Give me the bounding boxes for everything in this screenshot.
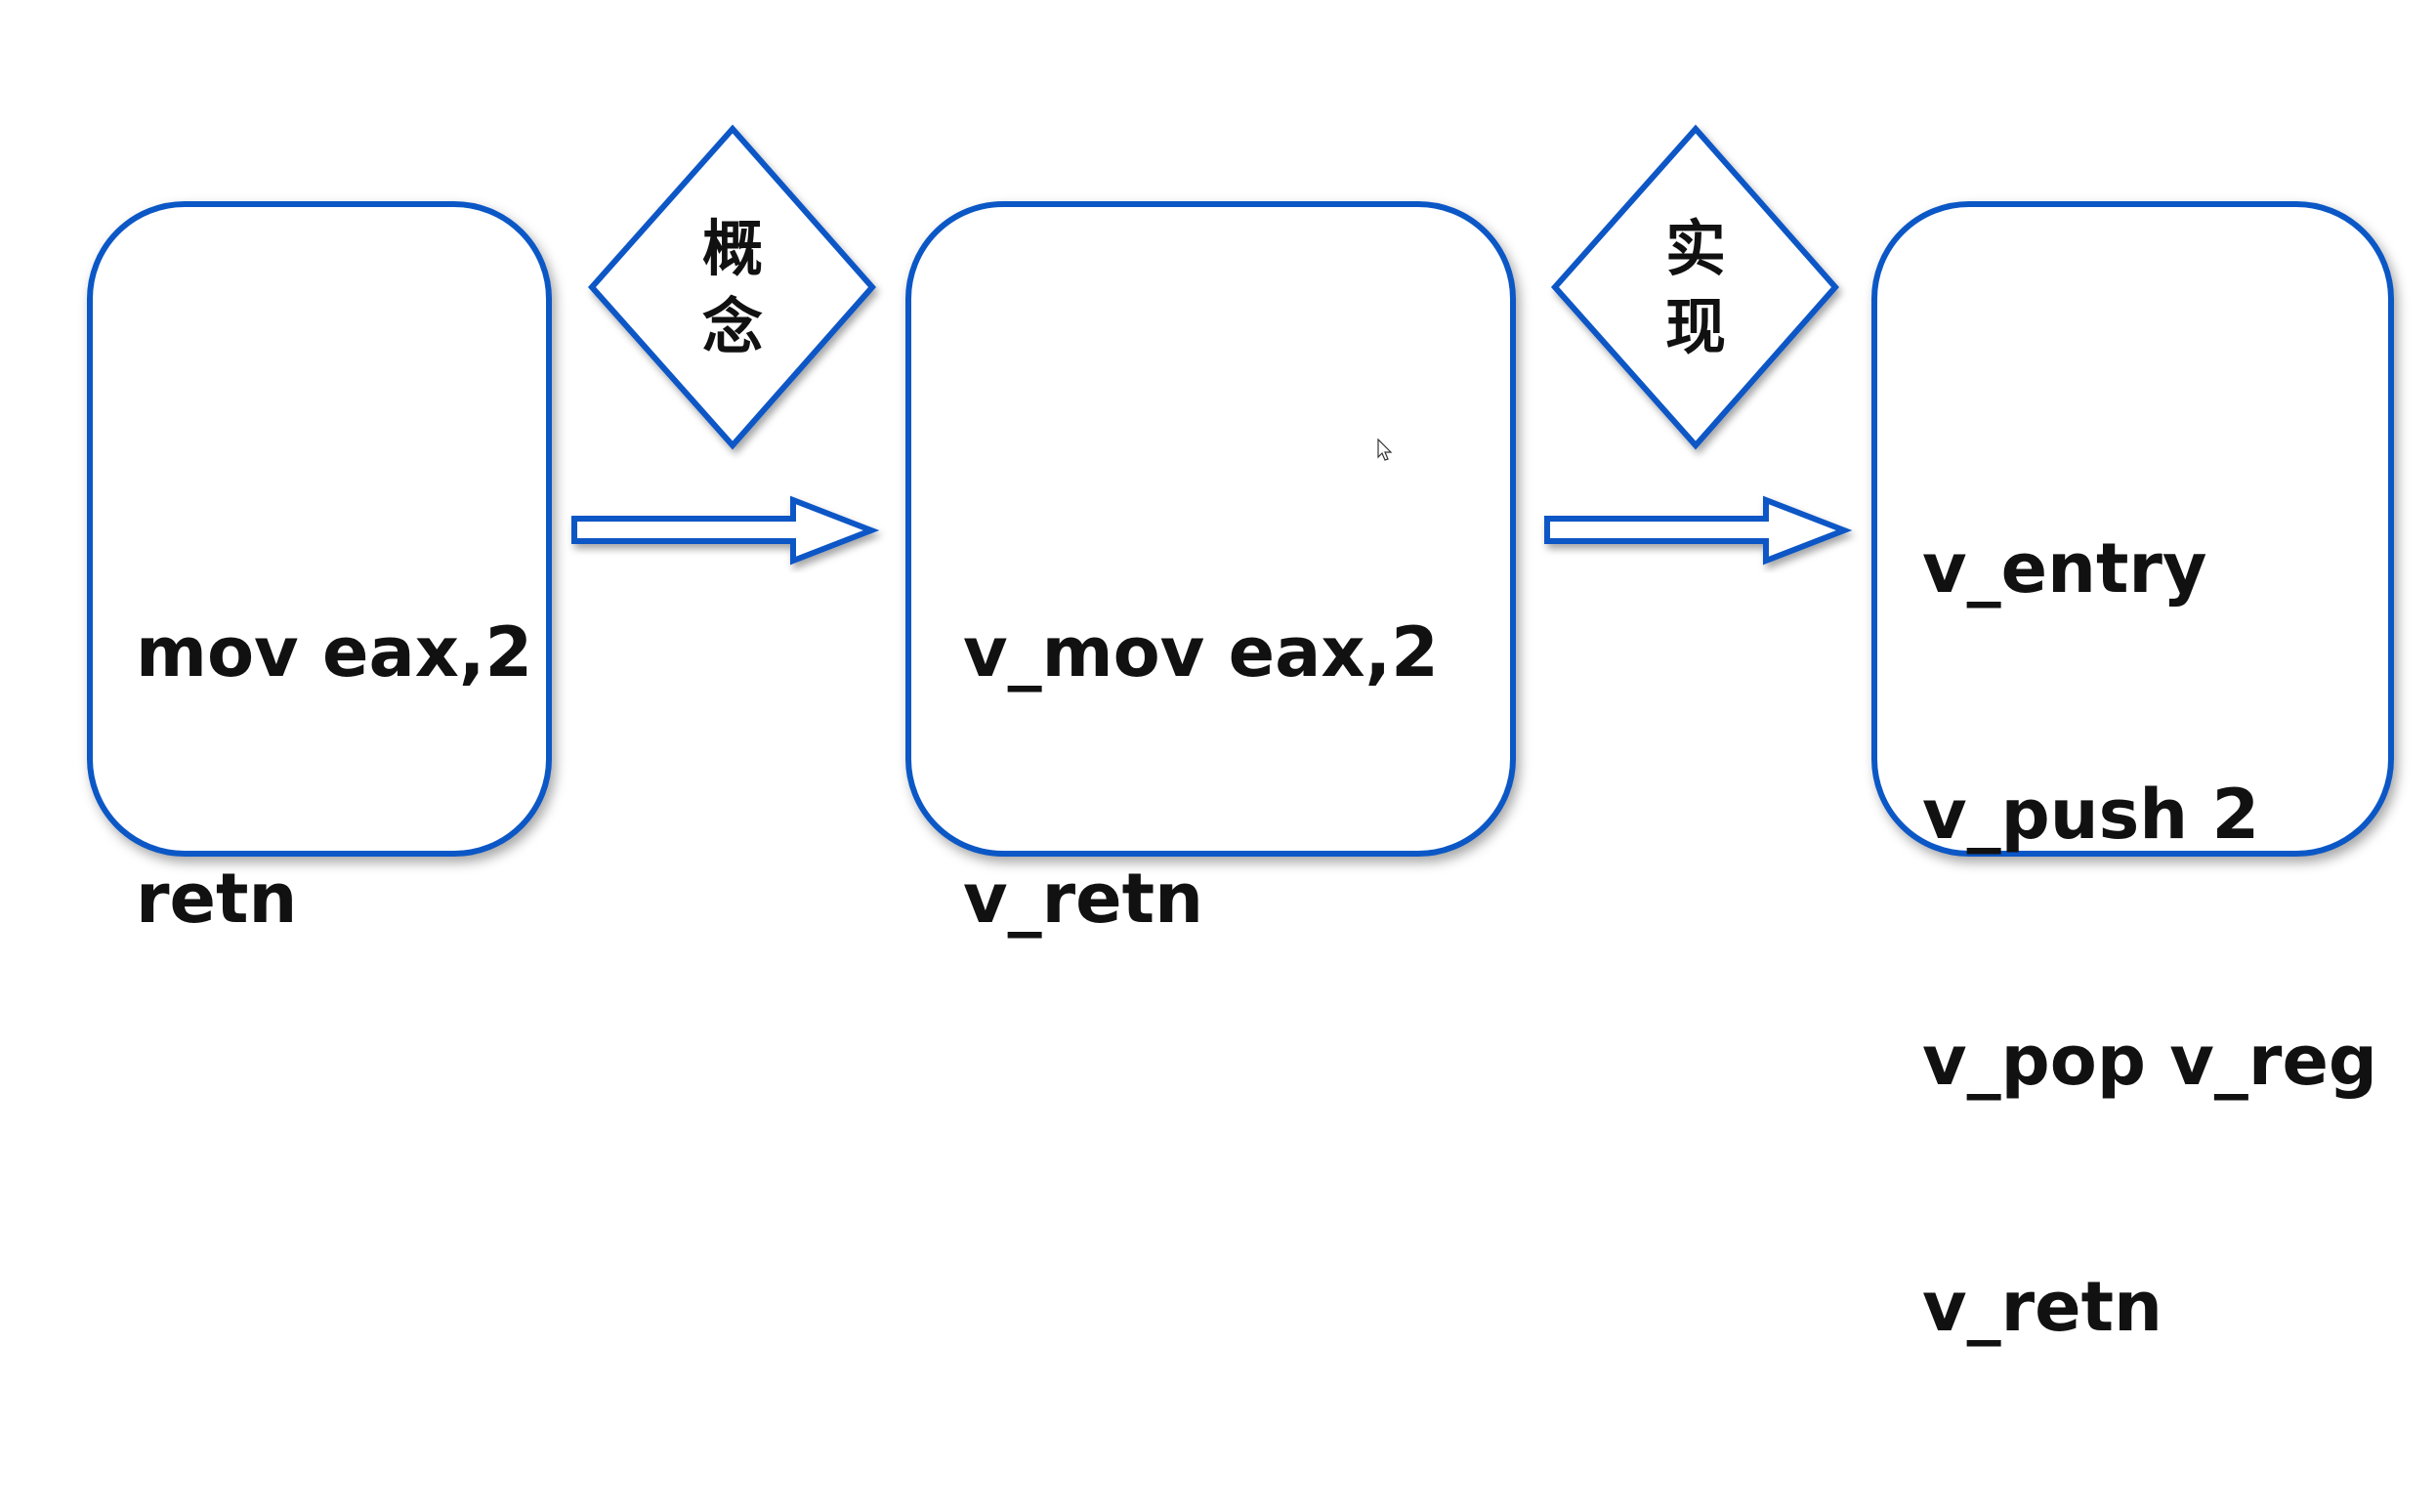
code-line: v_push 2 — [1922, 775, 2260, 855]
code-line: v_pop v_reg — [1922, 1021, 2378, 1101]
edge-label-implementation: 实 现 — [1637, 210, 1754, 366]
right-arrow-icon — [571, 495, 880, 566]
edge-label-char: 现 — [1664, 291, 1726, 362]
original-code-box — [87, 201, 552, 857]
connectors — [571, 124, 1853, 566]
edge-label-char: 念 — [701, 291, 763, 362]
code-line: v_retn — [1922, 1267, 2162, 1347]
edge-label-char: 概 — [701, 213, 763, 284]
code-line: v_retn — [963, 859, 1203, 939]
edge-label-char: 实 — [1664, 213, 1726, 284]
right-arrow-icon — [1544, 495, 1853, 566]
code-line: retn — [136, 859, 298, 939]
edge-label-concept: 概 念 — [674, 210, 791, 366]
code-line: v_mov eax,2 — [963, 612, 1439, 693]
concept-code-box — [905, 201, 1516, 857]
concept-code-text: v_mov eax,2 v_retn — [963, 447, 1439, 1104]
original-code-text: mov eax,2 retn — [136, 447, 532, 1104]
mouse-cursor-icon — [1377, 438, 1393, 461]
diamond-icon — [587, 124, 877, 450]
implementation-code-box — [1871, 201, 2394, 857]
code-line: mov eax,2 — [136, 612, 533, 693]
diamond-icon — [1550, 124, 1840, 450]
code-line: v_entry — [1922, 528, 2207, 609]
flow-diagram: mov eax,2 retn v_mov eax,2 v_retn v_entr… — [87, 124, 2394, 1347]
